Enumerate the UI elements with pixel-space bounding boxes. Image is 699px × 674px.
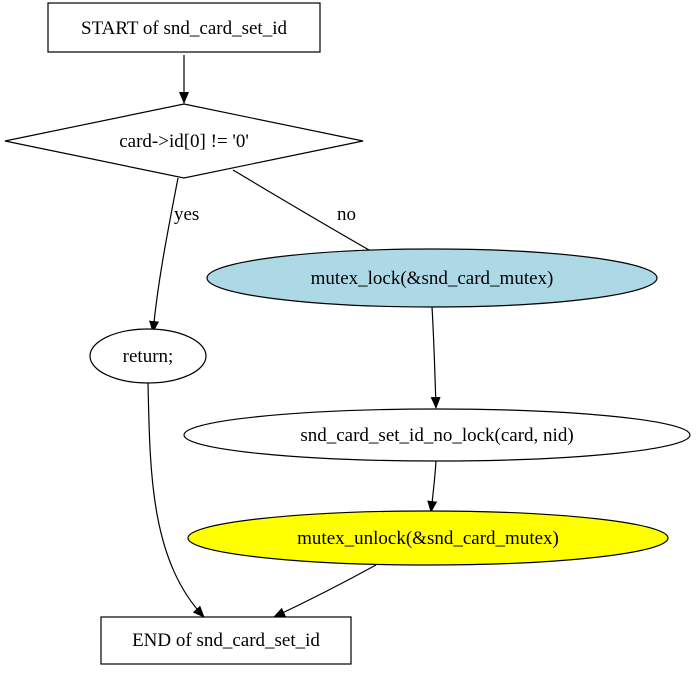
node-lock-label: mutex_lock(&snd_card_mutex) xyxy=(311,268,554,289)
edge-return-to-end xyxy=(147,382,205,618)
edges: yes no xyxy=(147,55,441,618)
edge-setid-to-unlock xyxy=(427,460,438,513)
node-lock-ellipse xyxy=(206,248,658,308)
node-end[interactable]: END of snd_card_set_id xyxy=(100,616,352,665)
node-return-label: return; xyxy=(123,346,174,367)
node-setid[interactable]: snd_card_set_id_no_lock(card, nid) xyxy=(183,408,691,462)
node-condition[interactable]: card->id[0] != '0' xyxy=(4,103,364,179)
node-unlock-label: mutex_unlock(&snd_card_mutex) xyxy=(297,528,559,549)
edge-label-no: no xyxy=(337,204,356,225)
node-condition-diamond xyxy=(4,103,364,179)
node-return-ellipse xyxy=(89,328,207,384)
node-setid-label: snd_card_set_id_no_lock(card, nid) xyxy=(300,425,573,446)
node-end-label: END of snd_card_set_id xyxy=(132,630,320,651)
node-return[interactable]: return; xyxy=(89,328,207,384)
node-start-box xyxy=(47,2,321,53)
node-lock[interactable]: mutex_lock(&snd_card_mutex) xyxy=(206,248,658,308)
edge-condition-to-return xyxy=(149,177,179,333)
edge-unlock-to-end xyxy=(273,564,377,618)
node-start-label: START of snd_card_set_id xyxy=(81,18,287,39)
edge-condition-to-lock xyxy=(232,169,386,260)
node-start[interactable]: START of snd_card_set_id xyxy=(47,2,321,53)
node-setid-ellipse xyxy=(183,408,691,462)
node-end-box xyxy=(100,616,352,665)
edge-label-yes: yes xyxy=(174,204,199,225)
node-unlock[interactable]: mutex_unlock(&snd_card_mutex) xyxy=(187,510,669,566)
node-condition-label: card->id[0] != '0' xyxy=(119,131,249,152)
node-unlock-ellipse xyxy=(187,510,669,566)
edge-lock-to-setid xyxy=(430,306,441,409)
